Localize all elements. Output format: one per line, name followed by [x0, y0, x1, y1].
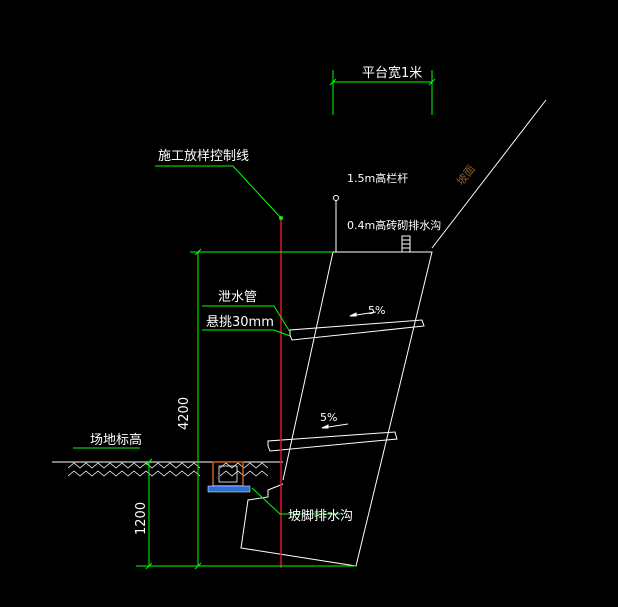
toe-drain-label: 坡脚排水沟 [288, 508, 353, 524]
drain-pipe-label: 泄水管 [218, 290, 257, 305]
dimension-lines [73, 70, 436, 570]
slope-percent-lower: 5% [320, 411, 337, 424]
drain-pipes [267, 311, 425, 452]
control-line-label: 施工放样控制线 [158, 149, 249, 164]
soil-hatch [67, 462, 269, 477]
railing-label: 1.5m高栏杆 [347, 171, 408, 185]
slope-face-line [431, 99, 547, 249]
site-elevation-label: 场地标高 [90, 432, 142, 448]
slope-label: 坡面 [454, 163, 478, 188]
toe-drain [207, 461, 251, 493]
overhang-label: 悬挑30mm [206, 315, 274, 330]
wall-top-details [333, 195, 411, 253]
ground [52, 461, 283, 477]
top-drain-label: 0.4m高砖砌排水沟 [347, 218, 441, 232]
control-line-marker [279, 216, 283, 220]
dimension-1200: 1200 [134, 502, 149, 535]
retaining-wall [240, 99, 547, 567]
slope-percent-upper: 5% [368, 304, 385, 317]
dimension-4200: 4200 [177, 397, 192, 430]
platform-width-label: 平台宽1米 [362, 65, 422, 81]
